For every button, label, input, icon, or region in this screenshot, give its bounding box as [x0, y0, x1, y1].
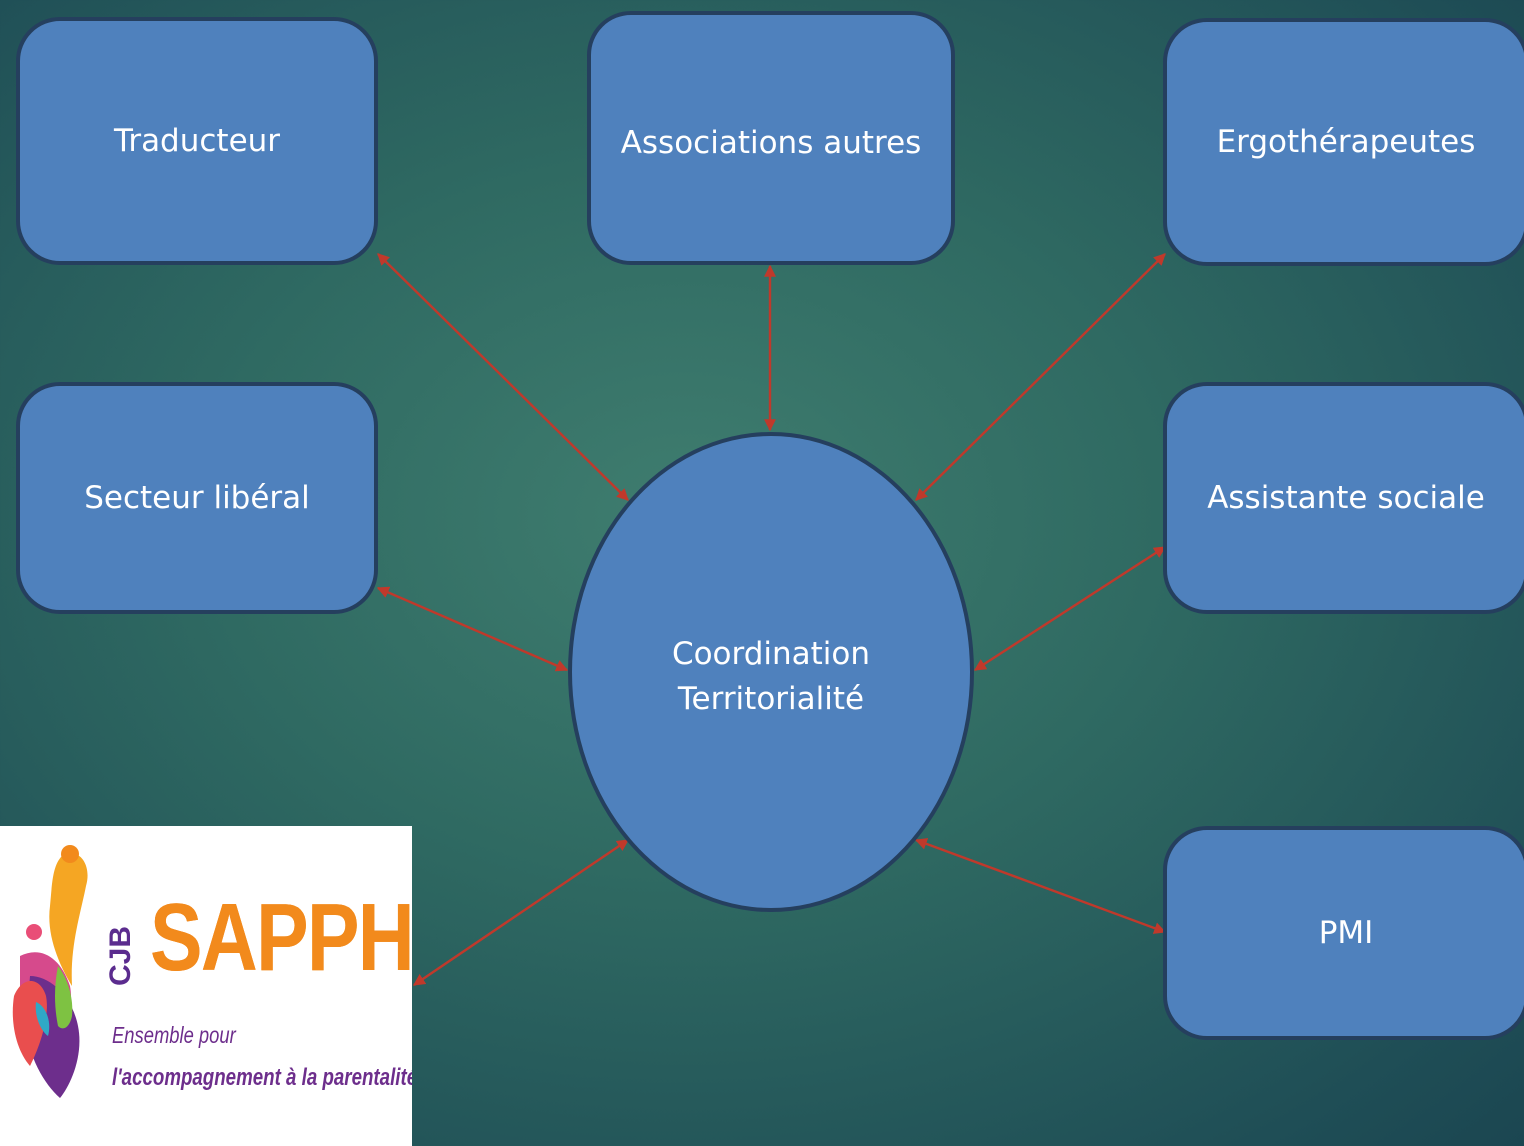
node-label: Ergothérapeutes	[1216, 123, 1476, 160]
node-associations-autres: Associations autres	[587, 11, 955, 265]
node-label: Traducteur	[113, 122, 281, 159]
arrow-ergo	[915, 253, 1166, 501]
logo-prefix: CJB	[104, 925, 137, 986]
logo-figure-icon	[12, 845, 88, 1098]
node-secteur-liberal: Secteur libéral	[16, 382, 378, 614]
node-label: PMI	[1318, 914, 1374, 951]
arrow-liberal	[376, 586, 569, 672]
arrow-logo	[413, 839, 629, 986]
sapph-logo: CJB SAPPH Ensemble pour l'accompagnement…	[0, 826, 412, 1146]
node-traducteur: Traducteur	[16, 17, 378, 265]
center-node-coordination: Coordination Territorialité	[568, 432, 974, 912]
logo-brand: SAPPH	[150, 884, 412, 991]
node-label: Secteur libéral	[84, 479, 310, 516]
arrow-assistante	[973, 545, 1167, 672]
node-label: Associations autres	[620, 125, 922, 161]
arrow-traducteur	[377, 253, 629, 501]
center-label-line1: Coordination	[671, 636, 871, 672]
center-label-line2: Territorialité	[677, 680, 865, 717]
arrow-pmi	[914, 838, 1167, 934]
logo-tagline-line1: Ensemble pour	[112, 1022, 236, 1048]
node-ergotherapeutes: Ergothérapeutes	[1163, 18, 1524, 266]
node-pmi: PMI	[1163, 826, 1524, 1040]
node-label: Assistante sociale	[1207, 479, 1485, 516]
logo-tagline-line2: l'accompagnement à la parentalité	[112, 1064, 412, 1091]
node-assistante-sociale: Assistante sociale	[1163, 382, 1524, 614]
